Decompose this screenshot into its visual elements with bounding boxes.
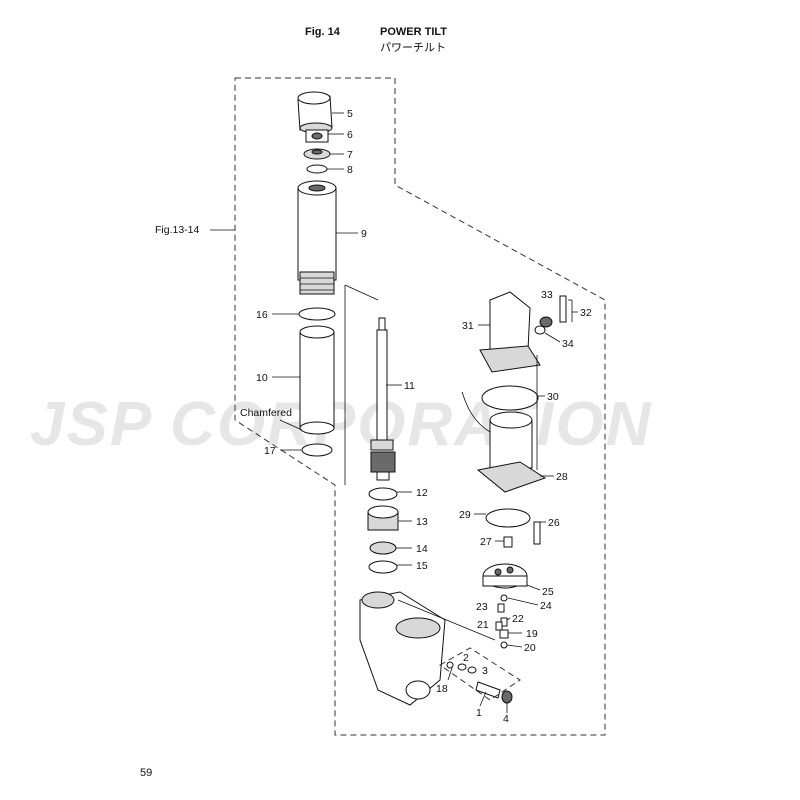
callout-3: 3 — [482, 665, 488, 677]
figure-title: POWER TILT — [380, 26, 448, 38]
callout-2: 2 — [463, 652, 469, 664]
part-29-oring — [485, 508, 531, 528]
callouts: 5 6 7 8 9 16 10 11 17 12 13 14 15 31 33 … — [256, 108, 592, 725]
tilt-cylinder-body — [359, 591, 446, 706]
callout-14: 14 — [416, 543, 428, 555]
chamfered-note: Chamfered — [240, 407, 292, 419]
part-21-valve — [495, 621, 503, 631]
callout-19: 19 — [526, 628, 538, 640]
callout-10: 10 — [256, 372, 268, 384]
part-2-oring — [457, 663, 467, 671]
part-34-oring — [534, 325, 546, 335]
callout-16: 16 — [256, 309, 268, 321]
callout-4: 4 — [503, 713, 509, 725]
callout-32: 32 — [580, 307, 592, 319]
part-24-ball — [500, 594, 508, 602]
callout-23: 23 — [476, 601, 488, 613]
part-26-bolt — [533, 521, 541, 545]
part-17-oring — [301, 443, 333, 457]
part-12-ring — [368, 487, 398, 501]
part-23-pin — [497, 603, 505, 613]
part-18-oring — [446, 661, 454, 669]
figure-subtitle: パワーチルト — [380, 41, 446, 54]
callout-20: 20 — [524, 642, 536, 654]
callout-29: 29 — [459, 509, 471, 521]
callout-11: 11 — [404, 380, 415, 392]
part-28-motor — [476, 411, 547, 493]
callout-8: 8 — [347, 164, 353, 176]
figure-number: Fig. 14 — [305, 26, 340, 38]
callout-5: 5 — [347, 108, 353, 120]
callout-30: 30 — [547, 391, 559, 403]
part-10-tube — [299, 325, 335, 435]
callout-7: 7 — [347, 149, 353, 161]
page-number: 59 — [140, 767, 153, 779]
callout-9: 9 — [361, 228, 367, 240]
part-15-oring — [368, 560, 398, 574]
part-19-seat — [499, 629, 509, 639]
part-7-washer — [303, 148, 331, 160]
callout-6: 6 — [347, 129, 353, 141]
part-4-washer — [501, 690, 513, 704]
part-1-valve — [475, 681, 501, 699]
part-16-oring — [298, 307, 336, 321]
callout-31: 31 — [462, 320, 474, 332]
part-27-valve — [503, 536, 513, 548]
part-14-backup-ring — [369, 541, 397, 555]
part-20-oring — [500, 641, 508, 649]
callout-18: 18 — [436, 683, 448, 695]
callout-12: 12 — [416, 487, 428, 499]
motor-wire — [461, 391, 491, 433]
part-8-oring — [306, 164, 328, 174]
assembly-boundary — [234, 77, 606, 736]
callout-34: 34 — [562, 338, 574, 350]
part-3-oring — [467, 666, 477, 674]
part-9-cylinder — [297, 180, 337, 295]
part-5-cap — [297, 91, 333, 134]
part-32-bolt — [559, 295, 567, 323]
callout-13: 13 — [416, 516, 428, 528]
part-33-plug — [539, 316, 553, 328]
callout-28: 28 — [556, 471, 568, 483]
callout-17: 17 — [264, 445, 276, 457]
subassembly-outline — [439, 647, 521, 701]
part-30-oring — [481, 385, 539, 411]
ref-label: Fig.13-14 — [155, 224, 200, 236]
part-13-seal — [367, 505, 399, 531]
part-25-pump — [482, 563, 528, 589]
part-6-nut — [305, 129, 329, 143]
callout-1: 1 — [476, 707, 482, 719]
callout-22: 22 — [512, 613, 524, 625]
callout-15: 15 — [416, 560, 428, 572]
callout-27: 27 — [480, 536, 492, 548]
watermark: JSP CORPORATION — [30, 390, 653, 459]
part-31-reservoir — [479, 291, 541, 373]
callout-24: 24 — [540, 600, 552, 612]
callout-21: 21 — [477, 619, 489, 631]
callout-26: 26 — [548, 517, 560, 529]
callout-33: 33 — [541, 289, 553, 301]
callout-25: 25 — [542, 586, 554, 598]
